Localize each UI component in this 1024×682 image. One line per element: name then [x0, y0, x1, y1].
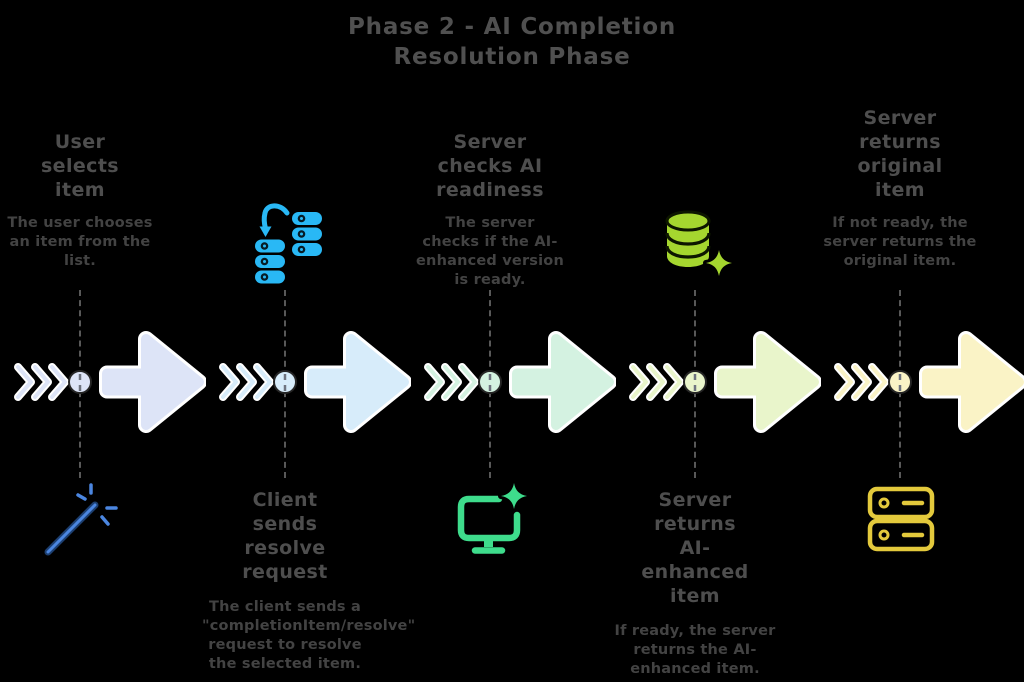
monitor-sparkle-icon: [457, 482, 530, 554]
chevron-icons: [221, 365, 272, 399]
stage-1-heading: User selects item: [40, 131, 120, 201]
database-sparkle-icon: [665, 210, 735, 279]
stage-4-text: Server returns AI-enhanced item If ready…: [595, 488, 795, 679]
stage-4-description: If ready, the server returns the AI-enha…: [614, 623, 776, 677]
timeline-dot: [478, 370, 502, 394]
stage-2-text: Client sends resolve request The client …: [185, 488, 416, 674]
stage-3-heading: Server checks AI readiness: [436, 131, 544, 201]
stage-2-description: The client sends a "completionItem/resol…: [202, 599, 416, 672]
right-arrow-icon: [307, 334, 409, 430]
timeline-dot: [68, 370, 92, 394]
magic-wand-icon: [44, 483, 118, 556]
queue-transfer-icon: [255, 203, 322, 284]
right-arrow-icon: [102, 334, 204, 430]
chevron-icons: [836, 365, 887, 399]
chevron-icons: [16, 365, 67, 399]
timeline-segment-4: [629, 331, 821, 433]
right-arrow-icon: [717, 334, 819, 430]
page-title-line-1: Phase 2 - AI Completion: [347, 14, 677, 40]
monitor-frame: [457, 495, 521, 542]
page-title-line-2: Resolution Phase: [393, 44, 631, 70]
right-arrow-icon: [512, 334, 614, 430]
timeline-dot: [273, 370, 297, 394]
stage-1-description: The user chooses an item from the list.: [7, 215, 153, 269]
transfer-arrow: [261, 203, 290, 231]
sparkle-icon: [501, 483, 527, 509]
chevron-icons: [631, 365, 682, 399]
stage-3-description: The server checks if the AI-enhanced ver…: [416, 215, 564, 288]
timeline-segment-1: [14, 331, 206, 433]
wand-sparkle-rays: [76, 483, 118, 526]
server-led: [878, 529, 890, 541]
chevron-icons: [426, 365, 477, 399]
right-arrow-icon: [922, 334, 1024, 430]
stage-2-heading: Client sends resolve request: [242, 489, 328, 583]
stage-4-heading: Server returns AI-enhanced item: [641, 489, 749, 607]
server-led: [878, 497, 890, 509]
stage-5-heading: Server returns original item: [857, 107, 943, 201]
timeline-dot: [683, 370, 707, 394]
stage-5-description: If not ready, the server returns the ori…: [823, 215, 977, 269]
sparkle-icon: [706, 250, 732, 276]
timeline-segment-2: [219, 331, 411, 433]
timeline-segment-3: [424, 331, 616, 433]
timeline-segment-5: [834, 331, 1024, 433]
page-title: Phase 2 - AI Completion Resolution Phase: [0, 12, 1024, 72]
server-rack-icon: [867, 486, 935, 552]
timeline-dot: [888, 370, 912, 394]
